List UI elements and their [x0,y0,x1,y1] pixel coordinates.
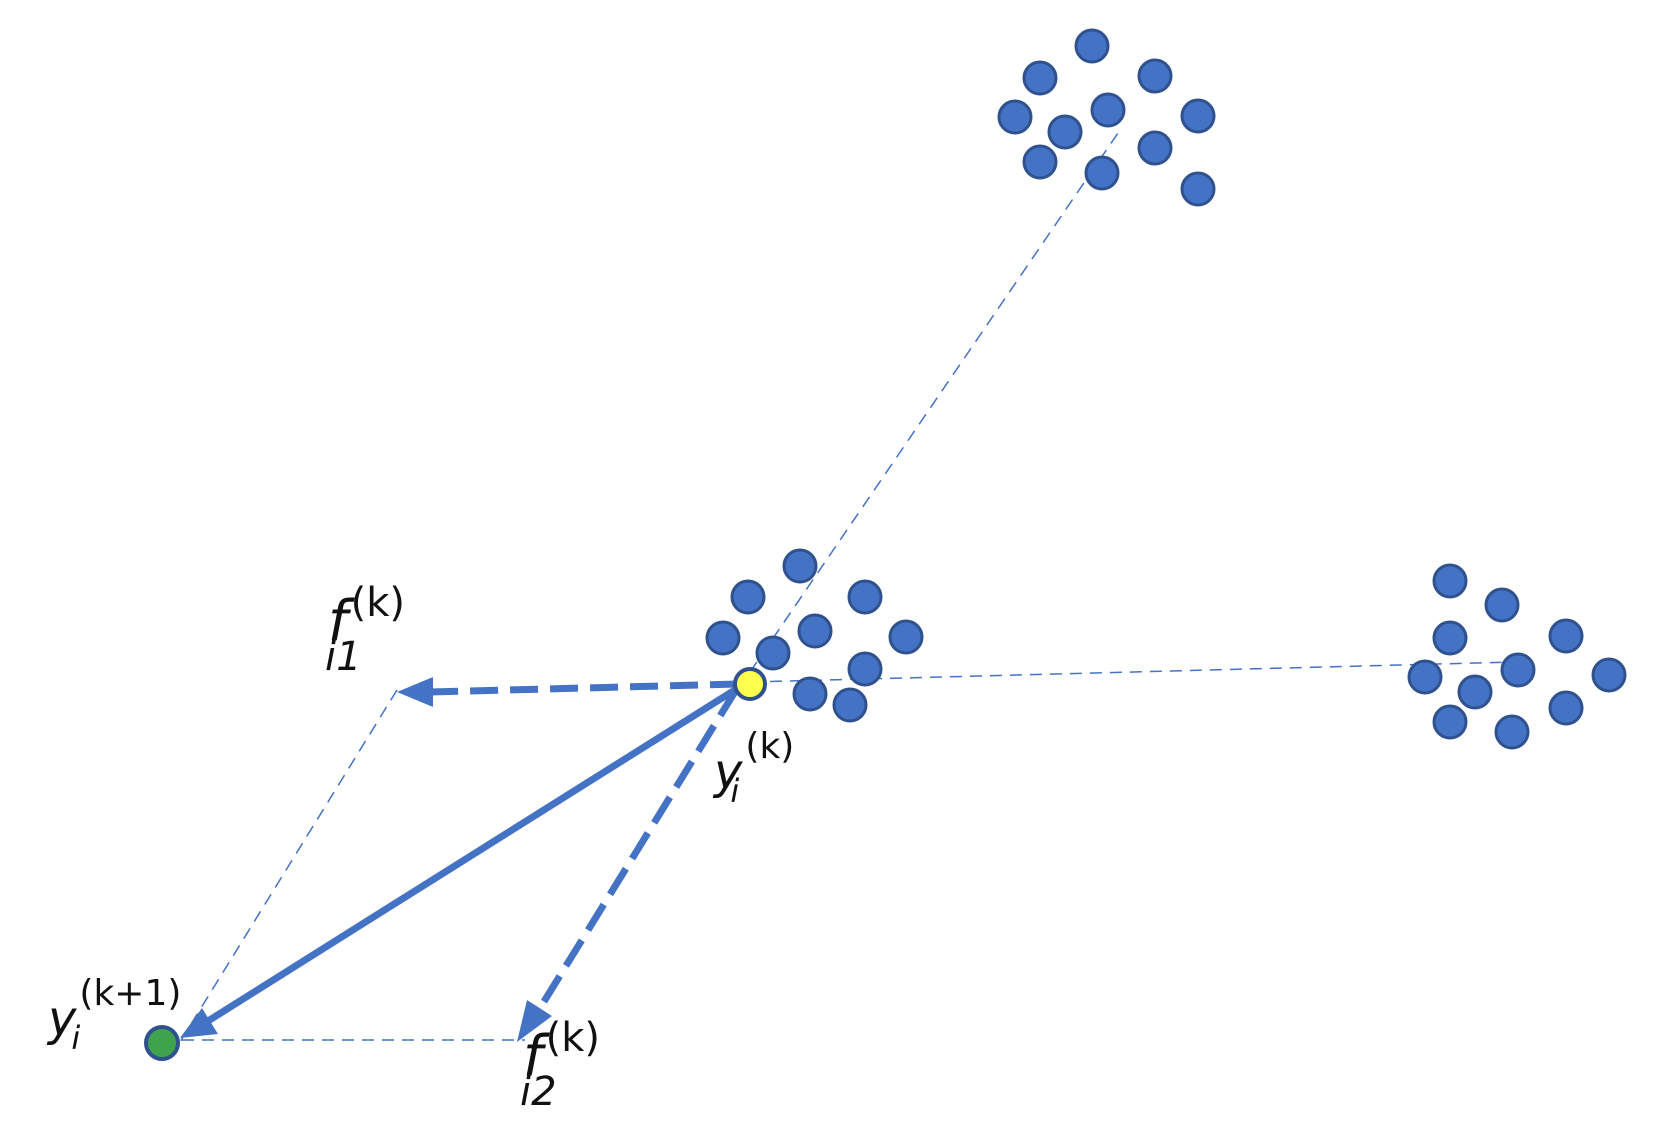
data-point [730,579,766,615]
data-point [1432,704,1468,740]
data-point [1500,652,1536,688]
data-point [888,619,924,655]
data-point [1180,98,1216,134]
data-point [1407,659,1443,695]
data-point [1137,58,1173,94]
force-arrow-f-i2 [517,688,739,1042]
data-point [755,635,791,671]
data-point [997,99,1033,135]
data-point [1457,674,1493,710]
data-point [1548,618,1584,654]
label-y-i-k1: y(k+1)i [46,973,181,1057]
guide-line-to-top-cluster [749,132,1119,673]
data-point [782,548,818,584]
data-point [1548,690,1584,726]
move-arrow [180,685,740,1038]
data-point [1022,60,1058,96]
data-point [792,676,828,712]
data-point [1090,92,1126,128]
data-point [1432,563,1468,599]
label-f-i1: f(k)i1 [325,580,405,680]
data-point [797,613,833,649]
right-cluster [1407,563,1627,750]
label-y-i-k: y(k)i [712,726,794,810]
data-point [1180,171,1216,207]
data-point [847,651,883,687]
data-point [1022,144,1058,180]
data-point [847,579,883,615]
data-point [1047,114,1083,150]
next-point-y-i-k1 [144,1025,180,1061]
force-arrow-f-i1 [397,677,739,707]
center-cluster [705,548,924,723]
data-point [1432,620,1468,656]
current-point-y-i-k [733,667,767,701]
label-f-i2: f(k)i2 [520,1015,600,1115]
data-point [1484,587,1520,623]
data-point [1074,28,1110,64]
data-point [1084,155,1120,191]
data-point [705,620,741,656]
data-point [832,687,868,723]
data-point [1137,130,1173,166]
guide-line-parallelogram-left [179,689,398,1043]
data-point [1591,657,1627,693]
top-cluster [997,28,1216,207]
data-point [1494,714,1530,750]
